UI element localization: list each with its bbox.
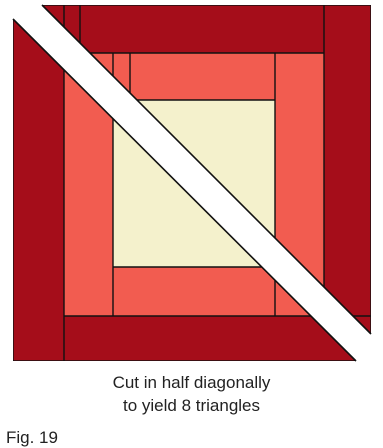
outer-strip-left xyxy=(13,5,64,361)
cut-edge-upper xyxy=(41,4,372,335)
diagonal-cut-line xyxy=(13,5,371,361)
caption-line-2: to yield 8 triangles xyxy=(122,396,261,415)
caption-line-1: Cut in half diagonally xyxy=(112,373,271,392)
figure-label: Fig. 19 xyxy=(6,428,58,447)
cut-edge-lower xyxy=(12,18,357,362)
log-cabin-block-diagram xyxy=(12,4,372,362)
outer-strip-top xyxy=(80,5,324,53)
inner-strip-top xyxy=(130,53,275,100)
inner-strip-bottom xyxy=(113,267,275,316)
